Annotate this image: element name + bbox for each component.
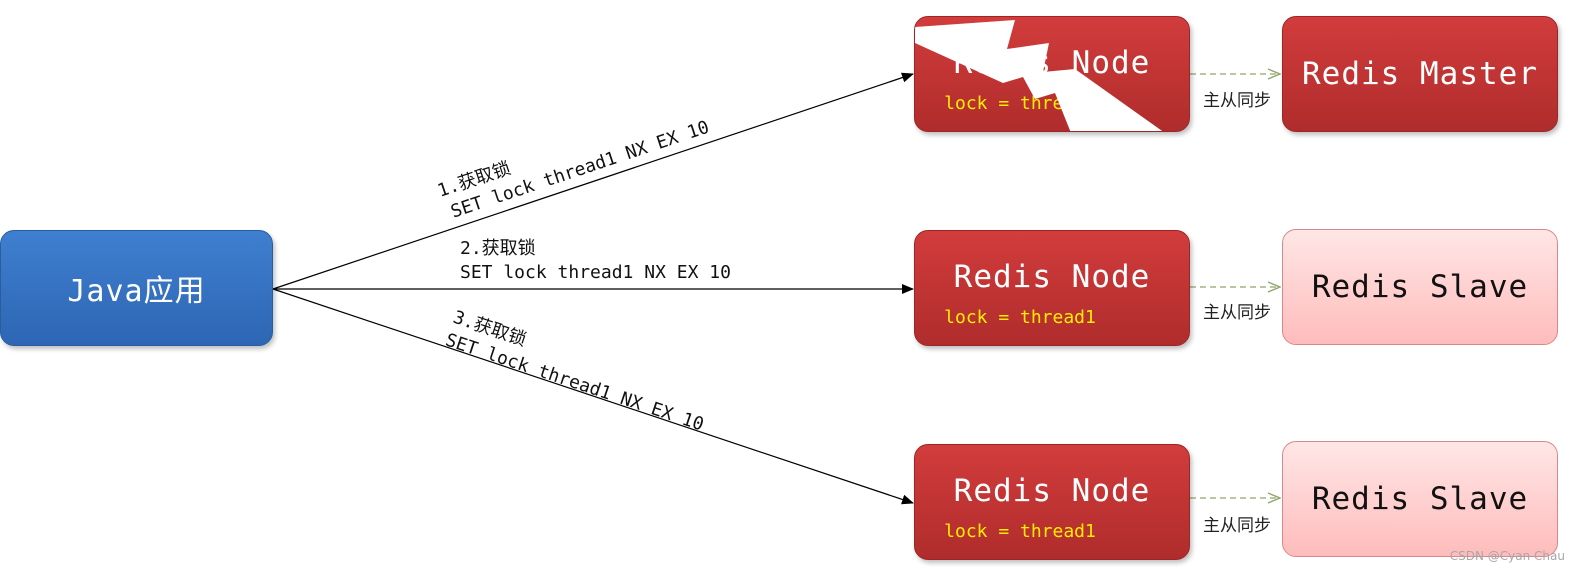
redis-node-3-lock: lock = thread1 (944, 520, 1096, 542)
sync-label-1: 主从同步 (1203, 91, 1271, 111)
sync-label-2: 主从同步 (1203, 303, 1271, 323)
redis-slave-1: Redis Slave (1282, 229, 1558, 345)
request-arrow-3 (272, 288, 914, 505)
watermark: CSDN @Cyan Chau (1449, 549, 1565, 563)
redis-node-2: Redis Node lock = thread1 (914, 230, 1190, 346)
redis-master-title: Redis Master (1302, 56, 1538, 92)
lightning-bolt-icon (915, 20, 1163, 131)
request-label-1: 1.获取锁 SET lock thread1 NX EX 10 (435, 117, 712, 223)
request-label-2: 2.获取锁 SET lock thread1 NX EX 10 (460, 238, 731, 283)
sync-label-3: 主从同步 (1203, 516, 1271, 536)
redis-slave-2-title: Redis Slave (1311, 481, 1529, 517)
redis-slave-2: Redis Slave (1282, 441, 1558, 557)
java-app-label: Java应用 (67, 274, 206, 309)
request-step-2: 2.获取锁 (460, 238, 536, 259)
redis-node-3: Redis Node lock = thread1 (914, 444, 1190, 560)
redis-node-1: Redis Node lock = thread1 (914, 16, 1190, 132)
request-command-3: SET lock thread1 NX EX 10 (443, 330, 707, 436)
java-app-box: Java应用 (0, 230, 273, 346)
request-label-3: 3.获取锁 SET lock thread1 NX EX 10 (443, 307, 707, 436)
request-arrow-1 (272, 72, 914, 290)
redis-node-3-title: Redis Node (953, 472, 1151, 509)
redis-node-2-title: Redis Node (953, 258, 1151, 295)
request-command-2: SET lock thread1 NX EX 10 (460, 262, 731, 283)
redis-node-2-lock: lock = thread1 (944, 306, 1096, 328)
redis-slave-1-title: Redis Slave (1311, 269, 1529, 305)
redis-master: Redis Master (1282, 16, 1558, 132)
